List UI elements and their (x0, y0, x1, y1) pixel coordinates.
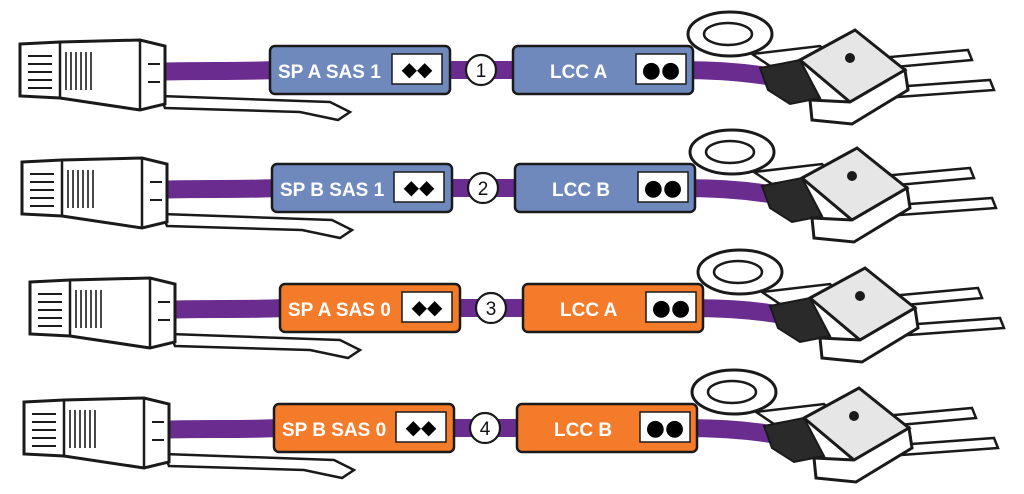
cable-row: SP A SAS 1 ◆◆ 1 LCC A ●● (18, 10, 996, 126)
dot-symbol: ●● (642, 58, 680, 83)
number-circle (464, 53, 498, 87)
tag-symbol-box (635, 53, 687, 85)
tag-symbol-box (393, 171, 445, 203)
dot-symbol: ●● (652, 296, 690, 321)
connector-housing-front (810, 185, 912, 244)
number-label: 2 (478, 179, 489, 200)
left-cable-tag: SP A SAS 0 ◆◆ (278, 282, 462, 334)
latch-screw (845, 53, 855, 63)
number-label: 3 (486, 299, 497, 320)
pull-ring-hole (712, 259, 764, 285)
dot-symbol: ●● (644, 176, 682, 201)
connector-body (22, 396, 171, 470)
left-cable-tag: SP B SAS 1 ◆◆ (270, 162, 454, 214)
connector-body (18, 38, 167, 112)
tag-label: LCC A (560, 300, 618, 321)
cable-number: 4 (468, 411, 502, 445)
connector-housing-front (808, 67, 910, 126)
cable-segment-left (159, 299, 286, 319)
right-cable-tag: LCC A ●● (521, 282, 705, 334)
cable-row: SP B SAS 1 ◆◆ 2 LCC B ●● (20, 128, 998, 244)
number-circle (468, 411, 502, 445)
pull-ring-hole (702, 21, 754, 47)
number-label: 1 (476, 61, 487, 82)
tag-symbol-box (637, 171, 689, 203)
tag-label: LCC B (554, 420, 612, 441)
right-cable-tag: LCC B ●● (513, 162, 697, 214)
left-cable-tag: SP B SAS 0 ◆◆ (272, 402, 456, 454)
diamond-symbol: ◆◆ (406, 415, 437, 439)
dot-symbol: ●● (646, 416, 684, 441)
right-connector (686, 10, 996, 126)
tag-symbol-box (401, 291, 453, 323)
right-cable-tag: LCC A ●● (511, 44, 695, 96)
number-circle (466, 171, 500, 205)
cable-boot (758, 58, 822, 106)
tag-label: SP B SAS 0 (282, 420, 386, 441)
cable-boot (762, 416, 826, 464)
cable-segment-left (149, 61, 276, 81)
cable-number: 3 (474, 291, 508, 325)
latch-screw (855, 291, 865, 301)
connector-body (20, 156, 169, 230)
left-cable-tag: SP A SAS 1 ◆◆ (268, 44, 452, 96)
tag-symbol-box (391, 53, 443, 85)
connector-housing-front (812, 425, 914, 484)
cable-row: SP A SAS 0 ◆◆ 3 LCC A ●● (28, 248, 1006, 364)
right-connector (690, 368, 1000, 484)
tag-label: SP B SAS 1 (280, 180, 385, 201)
tag-symbol-box (395, 411, 447, 443)
tag-label: SP A SAS 1 (278, 62, 381, 83)
pull-tab (158, 94, 353, 122)
tag-symbol-box (645, 291, 697, 323)
cable-row: SP B SAS 0 ◆◆ 4 LCC B ●● (22, 368, 1000, 484)
left-connector (22, 396, 357, 480)
latch-screw (847, 171, 857, 181)
cable-number: 1 (464, 53, 498, 87)
pull-ring-hole (704, 139, 756, 165)
tag-label: LCC B (552, 180, 610, 201)
left-connector (18, 38, 353, 122)
pull-ring-hole (706, 379, 758, 405)
cable-segment-left (153, 419, 280, 439)
number-label: 4 (480, 419, 491, 440)
diamond-symbol: ◆◆ (402, 57, 433, 81)
left-connector (20, 156, 355, 240)
cable-number: 2 (466, 171, 500, 205)
connector-housing-front (818, 305, 920, 364)
latch-screw (849, 411, 859, 421)
tag-label: SP A SAS 0 (288, 300, 391, 321)
cable-segment-left (151, 179, 278, 199)
connector-body (28, 276, 177, 350)
right-connector (688, 128, 998, 244)
pull-tab (160, 212, 355, 240)
diamond-symbol: ◆◆ (404, 175, 435, 199)
right-connector (696, 248, 1006, 364)
cable-boot (768, 296, 832, 344)
tag-symbol-box (639, 411, 691, 443)
right-cable-tag: LCC B ●● (515, 402, 699, 454)
diamond-symbol: ◆◆ (412, 295, 443, 319)
pull-tab (162, 452, 357, 480)
cable-boot (760, 176, 824, 224)
left-connector (28, 276, 363, 360)
number-circle (474, 291, 508, 325)
tag-label: LCC A (550, 62, 608, 83)
pull-tab (168, 332, 363, 360)
